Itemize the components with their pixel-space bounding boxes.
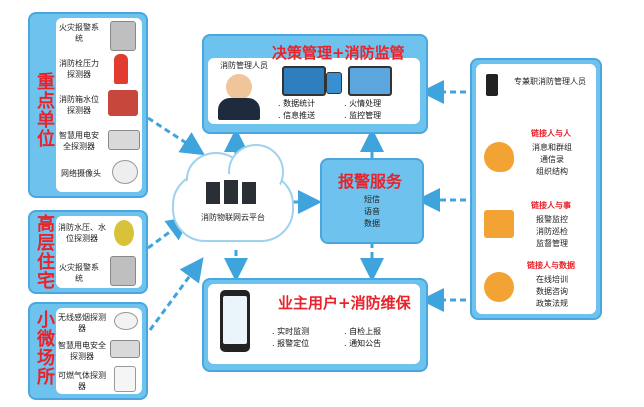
owner-maintenance-box: 业主用户+消防维保 . 实时监测 . 自检上报 . 报警定位 . 通知公告: [202, 278, 428, 372]
bullet-item: . 实时监测: [272, 327, 310, 336]
server-icon: [206, 182, 220, 204]
device-label: 消防水压、水位探测器: [58, 223, 106, 243]
fire-alarm-panel-icon: [110, 21, 136, 51]
section-item: 组织结构: [536, 167, 568, 176]
bullet-item: . 通知公告: [344, 339, 382, 348]
group-title: 高层住宅: [34, 214, 55, 290]
cloud-label: 消防物联网云平台: [201, 213, 265, 222]
person-label: 消防管理人员: [220, 61, 268, 70]
personnel-panel: 专兼职消防管理人员 链接人与人 消息和群组 通信录 组织结构 链接人与事 报警监…: [470, 58, 602, 320]
group-key-units: 重点单位 火灾报警系 统 消防栓压力探测器 消防箱水位探测器 智慧用电安全探测器…: [28, 12, 148, 198]
power-detector-icon: [110, 340, 140, 358]
dashboard-screen-icon: [282, 66, 326, 96]
power-detector-icon: [108, 130, 140, 150]
service-item: 语音: [364, 207, 380, 216]
section-title: 链接人与数据: [527, 261, 575, 270]
section-item: 通信录: [540, 155, 564, 164]
section-item: 在线培训: [536, 275, 568, 284]
decision-management-box: 决策管理+消防监管 消防管理人员 . 数据统计 . 火情处理 . 信息推送 . …: [202, 34, 428, 134]
bullet-item: . 数据统计: [278, 99, 316, 108]
phone-icon: [326, 72, 342, 94]
smoke-detector-icon: [114, 312, 138, 330]
section-item: 消息和群组: [532, 143, 572, 152]
phone-icon: [486, 74, 498, 96]
section-title: 链接人与事: [531, 201, 571, 210]
device-label: 火灾报警系 统: [59, 23, 99, 43]
bullet-item: . 报警定位: [272, 339, 310, 348]
bullet-item: . 自检上报: [344, 327, 382, 336]
box-title: 报警服务: [338, 172, 403, 191]
group-title: 小微场所: [34, 310, 55, 386]
camera-icon: [112, 160, 138, 184]
section-item: 监督管理: [536, 239, 568, 248]
bullet-item: . 火情处理: [344, 99, 382, 108]
box-title: 业主用户+消防维保: [278, 294, 411, 312]
group-small-venues: 小微场所 无线感烟探测器 智慧用电安全探测器 可燃气体探测器: [28, 302, 148, 400]
alarm-service-box: 报警服务 短信 语音 数据: [320, 158, 424, 244]
section-item: 报警监控: [536, 215, 568, 224]
section-item: 政策法规: [536, 299, 568, 308]
manager-avatar-icon: [226, 74, 252, 100]
presenter-board-icon: [484, 210, 514, 238]
head-network-icon: [484, 142, 514, 172]
section-item: 消防巡检: [536, 227, 568, 236]
bullet-item: . 信息推送: [278, 111, 316, 120]
data-person-icon: [484, 272, 514, 302]
device-label: 无线感烟探测器: [58, 313, 106, 333]
water-tank-icon: [108, 90, 138, 116]
server-icon: [242, 182, 256, 204]
group-title: 重点单位: [34, 72, 55, 148]
section-title: 链接人与人: [531, 129, 571, 138]
device-label: 火灾报警系 统: [59, 263, 99, 283]
fire-alarm-panel-icon: [110, 256, 136, 286]
device-label: 智慧用电安全探测器: [58, 341, 106, 361]
service-item: 短信: [364, 195, 380, 204]
device-label: 消防箱水位探测器: [59, 95, 99, 115]
service-item: 数据: [364, 219, 380, 228]
fire-hydrant-icon: [114, 54, 128, 84]
group-high-rise: 高层住宅 消防水压、水位探测器 火灾报警系 统: [28, 210, 148, 294]
box-title: 决策管理+消防监管: [272, 44, 405, 62]
device-label: 消防栓压力探测器: [59, 59, 99, 79]
section-item: 数据咨询: [536, 287, 568, 296]
device-label: 网络摄像头: [61, 169, 101, 178]
device-label: 可燃气体探测器: [58, 371, 106, 391]
panel-header: 专兼职消防管理人员: [514, 77, 586, 86]
bullet-item: . 监控管理: [344, 111, 382, 120]
dashboard-screen-icon: [348, 66, 392, 96]
device-list: 消防水压、水位探测器 火灾报警系 统: [56, 216, 142, 288]
device-list: 无线感烟探测器 智慧用电安全探测器 可燃气体探测器: [56, 308, 142, 394]
pressure-gauge-icon: [114, 220, 134, 246]
device-list: 火灾报警系 统 消防栓压力探测器 消防箱水位探测器 智慧用电安全探测器 网络摄像…: [56, 18, 142, 192]
server-icon: [224, 180, 238, 204]
device-label: 智慧用电安全探测器: [59, 131, 99, 151]
gas-detector-icon: [114, 366, 136, 392]
